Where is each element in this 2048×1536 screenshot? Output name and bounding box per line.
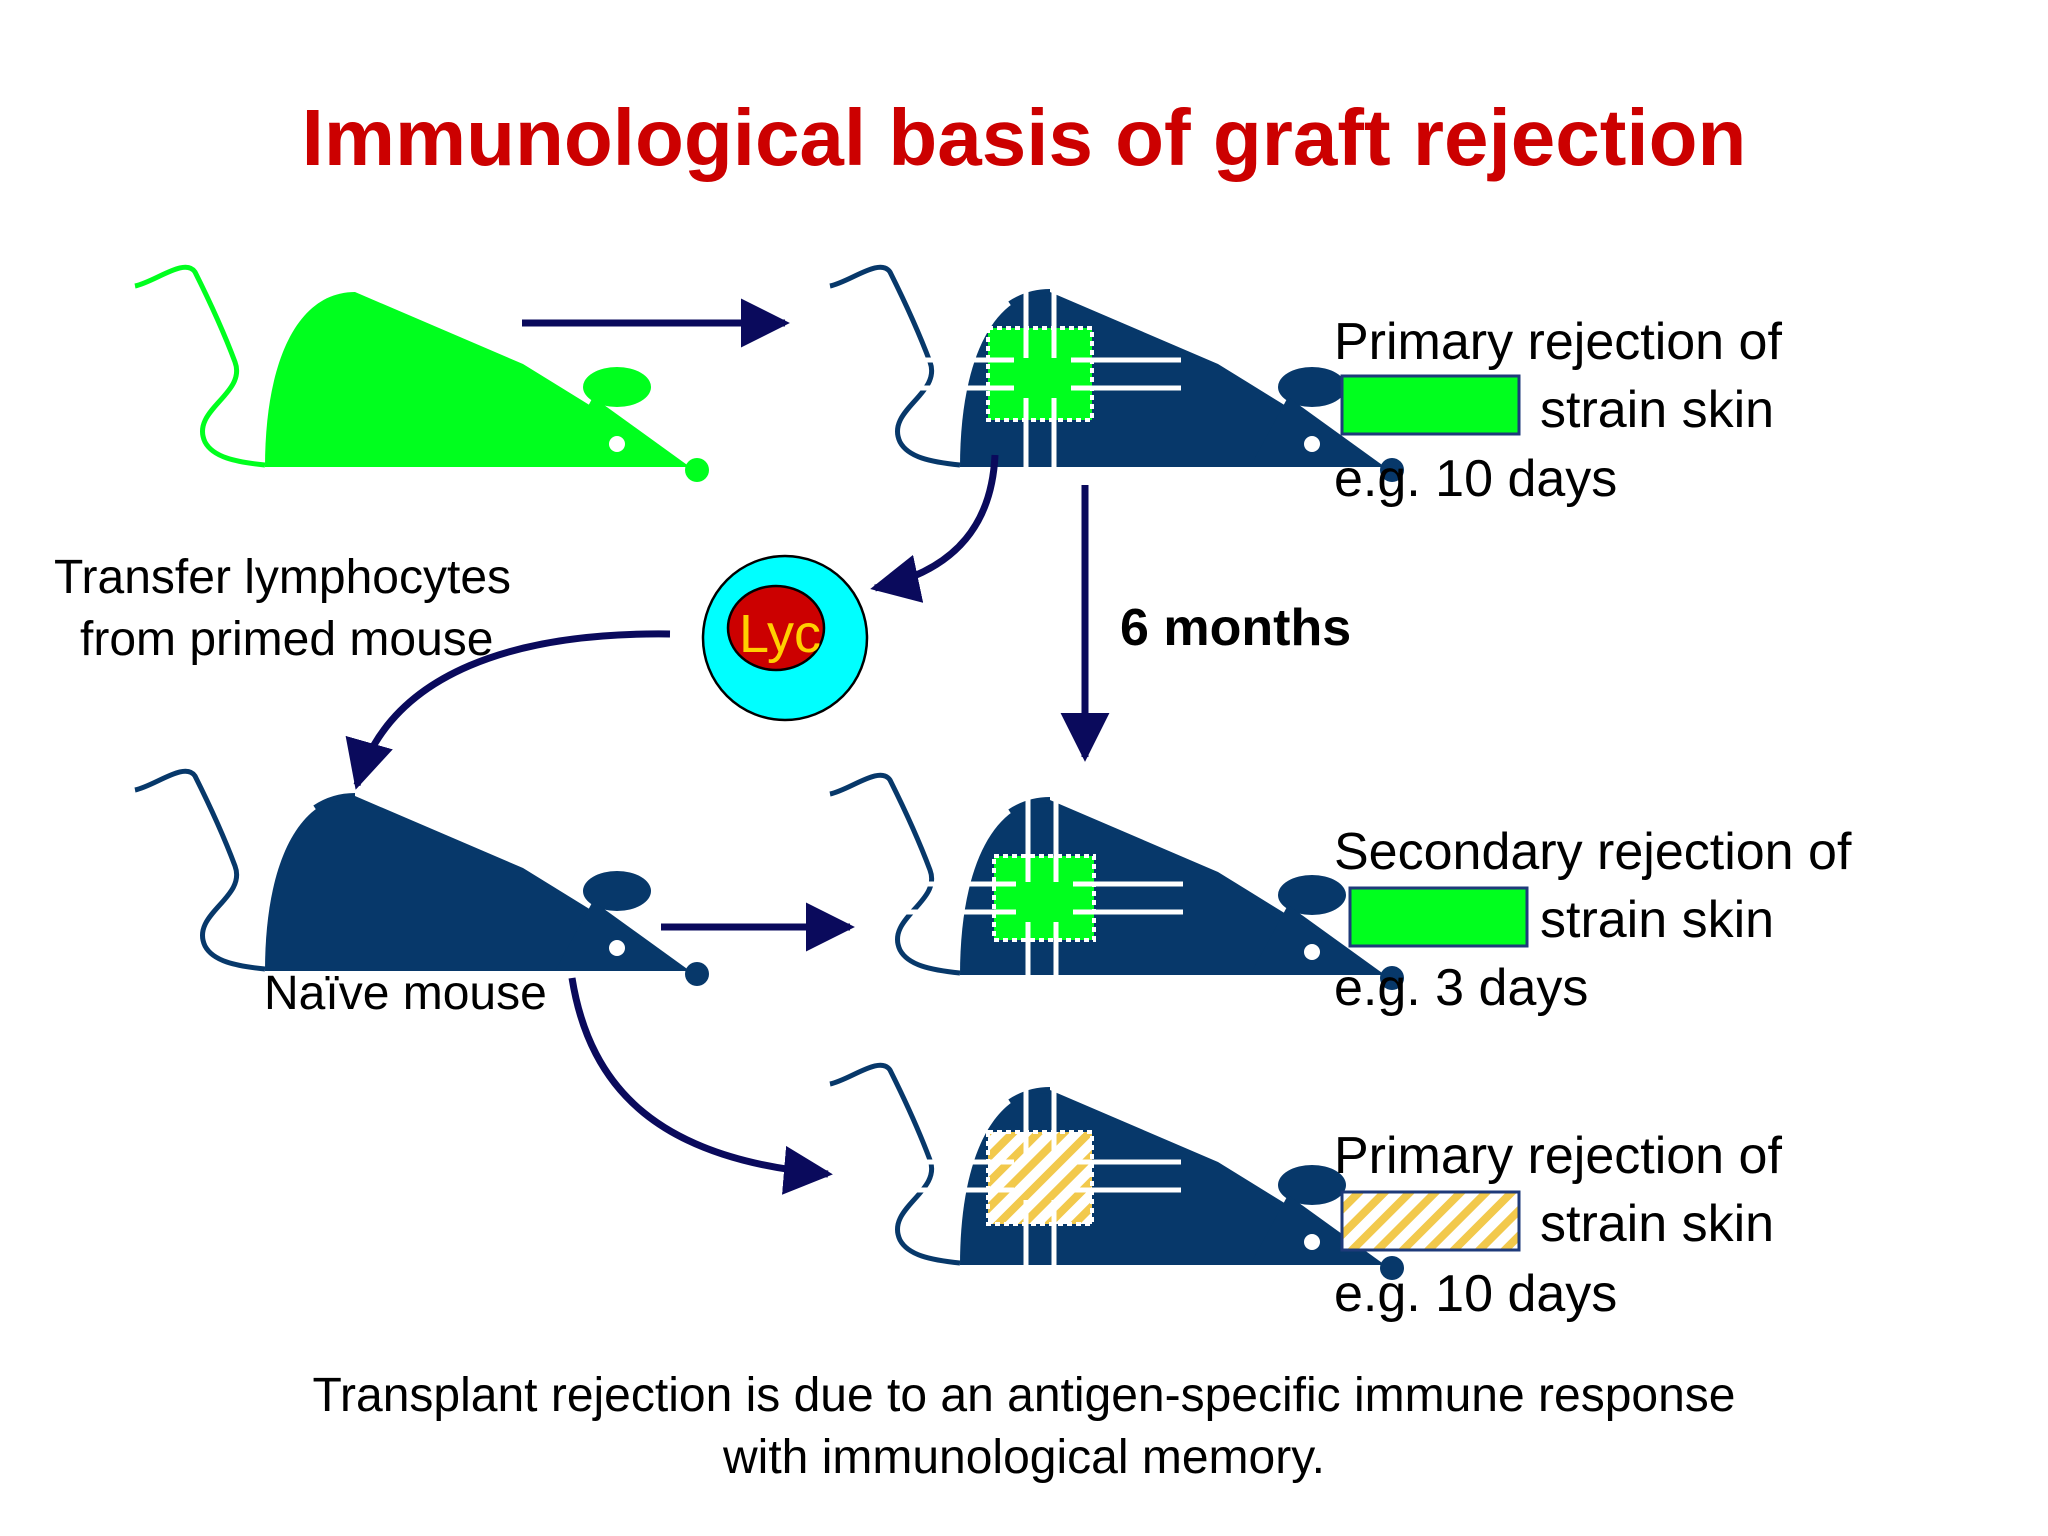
middle-rejection-line2: strain skin [1540, 891, 1775, 949]
to-bottom-mouse-arrow [568, 977, 833, 1195]
bottom-yellow-swatch [1340, 1190, 1521, 1252]
page-title: Immunological basis of graft rejection [301, 93, 1747, 182]
top-rejection-line3: e.g. 10 days [1334, 450, 1618, 508]
transfer-label-line2: from primed mouse [80, 613, 494, 666]
top-rejection-line2: strain skin [1540, 381, 1775, 439]
secondary-dark-mouse [830, 775, 1404, 1012]
bottom-rejection-line1: Primary rejection of [1334, 1127, 1782, 1185]
green-donor-mouse [135, 267, 709, 482]
bottom-dark-mouse [830, 1065, 1404, 1290]
lyc-label: Lyc [739, 604, 821, 664]
naive-mouse-label: Naïve mouse [264, 967, 547, 1020]
footer-line2: with immunological memory. [723, 1431, 1325, 1484]
bottom-rejection-line3: e.g. 10 days [1334, 1265, 1618, 1323]
to-lyc-arrow [870, 454, 999, 603]
middle-rejection-line1: Secondary rejection of [1334, 823, 1852, 881]
bottom-rejection-line2: strain skin [1540, 1195, 1775, 1253]
middle-green-graft [992, 854, 1096, 942]
six-months-label: 6 months [1120, 599, 1352, 657]
to-naive-arrow [345, 630, 671, 790]
middle-green-swatch [1348, 886, 1529, 948]
top-green-swatch [1340, 374, 1521, 436]
primed-dark-mouse [830, 267, 1404, 488]
naive-dark-mouse [135, 771, 709, 986]
top-rejection-line1: Primary rejection of [1334, 313, 1782, 371]
middle-rejection-line3: e.g. 3 days [1334, 959, 1589, 1017]
transfer-label-line1: Transfer lymphocytes [54, 551, 512, 604]
lymphocyte-cell: Lyc [701, 554, 869, 722]
footer-line1: Transplant rejection is due to an antige… [312, 1369, 1736, 1422]
top-green-graft [986, 326, 1094, 422]
bottom-yellow-graft [986, 1130, 1094, 1226]
